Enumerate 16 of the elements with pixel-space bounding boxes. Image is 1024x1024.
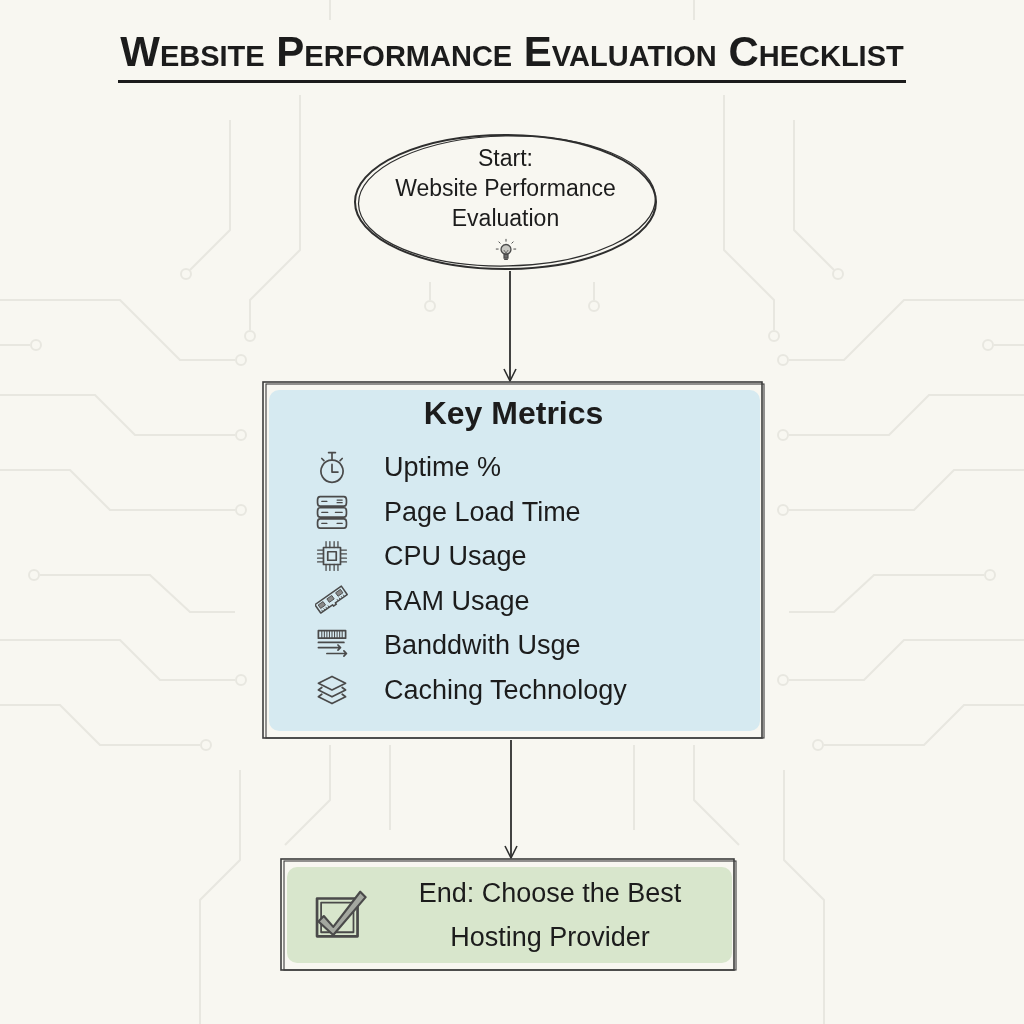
metric-label: Uptime % bbox=[384, 451, 503, 484]
metric-label: Banddwith Usge bbox=[384, 629, 582, 663]
start-label: Start: bbox=[477, 144, 534, 173]
arrow bbox=[503, 270, 517, 382]
metric-label: CPU Usage bbox=[384, 540, 528, 574]
metric-label: Caching Technology bbox=[384, 674, 628, 707]
metrics-panel bbox=[262, 381, 765, 740]
start-ellipse bbox=[353, 133, 658, 271]
panel-heading: Key Metrics bbox=[422, 394, 605, 433]
metric-label: RAM Usage bbox=[384, 584, 531, 618]
page-title: Website Performance Evaluation Checklist bbox=[118, 28, 906, 83]
start-label: Website Performance Evaluation bbox=[394, 174, 617, 233]
end-label: End: Choose the Best Hosting Provider bbox=[417, 877, 683, 954]
metric-label: Page Load Time bbox=[384, 495, 582, 529]
arrow bbox=[504, 739, 518, 859]
end-box bbox=[280, 858, 737, 972]
